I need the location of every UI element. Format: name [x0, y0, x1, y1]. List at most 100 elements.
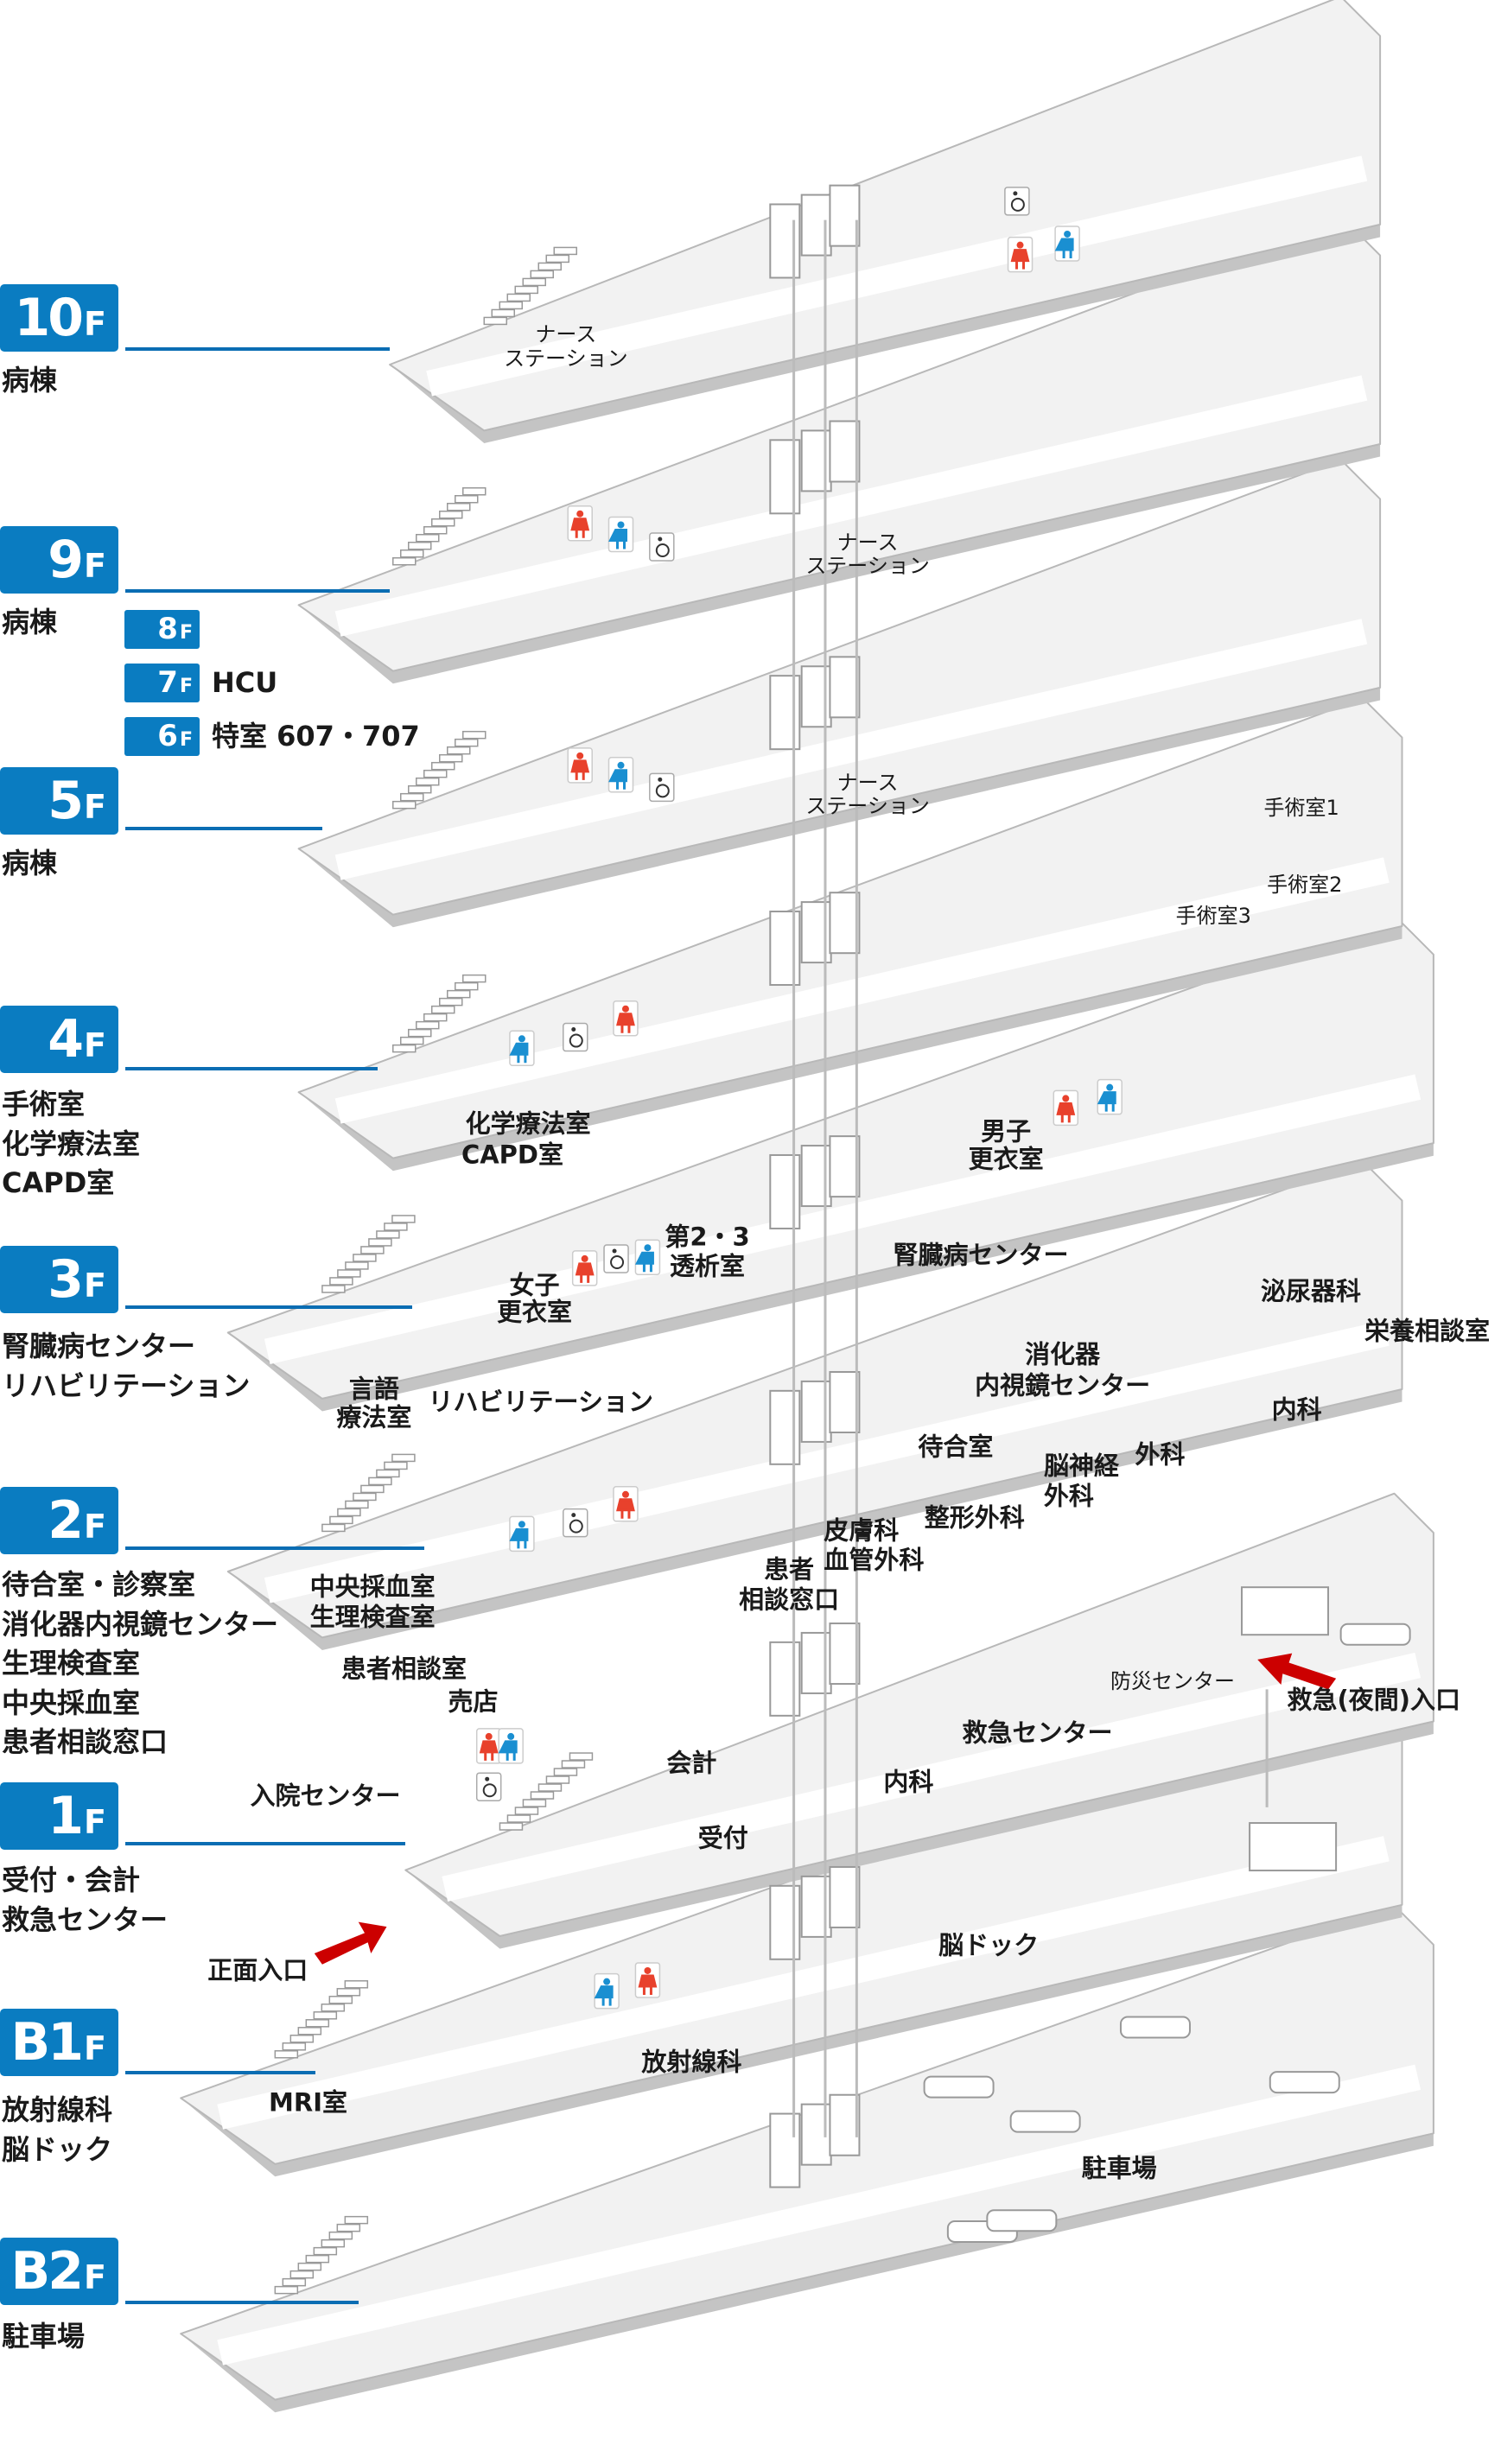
- map-label[interactable]: 消化器: [1025, 1339, 1101, 1369]
- map-label[interactable]: 更衣室: [496, 1297, 572, 1327]
- female-toilet-icon: [613, 1000, 639, 1037]
- floor-badge-5f[interactable]: 5F: [0, 767, 118, 835]
- map-label[interactable]: 手術室1: [1263, 795, 1339, 820]
- floor-badge-9f[interactable]: 9F: [0, 526, 118, 594]
- icon-body: [570, 759, 590, 780]
- car-body: [923, 2075, 995, 2099]
- car-body: [1119, 2016, 1191, 2039]
- male-toilet-icon: [1097, 1078, 1123, 1115]
- stair-step: [447, 746, 471, 755]
- floor-badge-1f[interactable]: 1F: [0, 1782, 118, 1850]
- map-label[interactable]: 中央採血室: [309, 1572, 436, 1602]
- map-label[interactable]: 生理検査室: [309, 1602, 436, 1632]
- map-label[interactable]: 内科: [1271, 1394, 1322, 1425]
- floor-desc-10f: 病棟: [2, 361, 57, 401]
- floor-badge-2f[interactable]: 2F: [0, 1487, 118, 1554]
- map-label[interactable]: ナース: [535, 322, 597, 347]
- map-label[interactable]: 内科: [883, 1767, 934, 1797]
- female-toilet-icon: [571, 1250, 598, 1286]
- map-label[interactable]: CAPD室: [461, 1140, 564, 1170]
- map-label[interactable]: 売店: [448, 1686, 499, 1717]
- elevator-shaft: [829, 892, 861, 955]
- stair-step: [423, 1013, 448, 1022]
- icon-head: [644, 1244, 652, 1252]
- map-label[interactable]: 泌尿器科: [1261, 1276, 1362, 1306]
- map-label[interactable]: ステーション: [805, 794, 930, 819]
- stair-step: [376, 1230, 400, 1239]
- map-label[interactable]: 手術室3: [1175, 904, 1251, 929]
- map-label[interactable]: 療法室: [336, 1402, 412, 1432]
- floor-badge-4f[interactable]: 4F: [0, 1006, 118, 1073]
- elevator-shaft: [800, 429, 832, 492]
- stair-step: [289, 2035, 315, 2043]
- stair-step: [537, 262, 563, 271]
- map-label[interactable]: 正面入口: [207, 1955, 308, 1985]
- ambulance-icon: [1249, 1822, 1338, 1872]
- map-label[interactable]: 整形外科: [924, 1502, 1025, 1533]
- floor-desc-3f: 腎臓病センターリハビリテーション: [2, 1327, 250, 1406]
- stair-step: [408, 784, 432, 794]
- map-label[interactable]: ナース: [836, 770, 899, 795]
- elevator-shaft: [769, 911, 801, 987]
- map-label[interactable]: 外科: [1043, 1481, 1094, 1511]
- stair-step: [416, 777, 440, 786]
- floor-badge-8f[interactable]: 8F: [124, 610, 200, 649]
- map-label[interactable]: ナース: [836, 530, 899, 555]
- map-label[interactable]: 女子: [509, 1270, 560, 1300]
- map-label[interactable]: 透析室: [670, 1251, 746, 1281]
- stair-step: [455, 738, 479, 747]
- wheelchair-icon: [649, 532, 675, 562]
- icon-body: [1097, 1091, 1116, 1112]
- icon-body: [1056, 1102, 1076, 1123]
- map-label[interactable]: MRI室: [269, 2087, 348, 2118]
- map-label[interactable]: 脳神経: [1043, 1451, 1119, 1481]
- map-label[interactable]: 放射線科: [641, 2047, 742, 2077]
- floor-number: 3: [48, 1249, 84, 1310]
- map-label[interactable]: 救急(夜間)入口: [1287, 1685, 1461, 1715]
- elevator-shaft: [769, 2112, 801, 2188]
- map-label[interactable]: 駐車場: [1081, 2153, 1157, 2183]
- map-label[interactable]: ステーション: [504, 346, 628, 371]
- map-label[interactable]: リハビリテーション: [428, 1387, 653, 1417]
- desc-line: 救急センター: [2, 1902, 169, 1936]
- map-label[interactable]: 腎臓病センター: [893, 1240, 1069, 1270]
- floor-number: 5: [48, 771, 84, 831]
- floor-badge-6f[interactable]: 6F: [124, 717, 200, 756]
- map-label[interactable]: 入院センター: [250, 1781, 401, 1811]
- floor-badge-b1f[interactable]: B1F: [0, 2009, 118, 2076]
- floor-desc-1f: 受付・会計救急センター: [2, 1861, 168, 1940]
- stairs-icon: [392, 974, 487, 1053]
- map-label[interactable]: 患者相談室: [340, 1654, 467, 1684]
- map-label[interactable]: 手術室2: [1267, 873, 1343, 898]
- icon-body: [509, 1042, 529, 1064]
- map-label[interactable]: 更衣室: [968, 1144, 1044, 1174]
- map-label[interactable]: 救急センター: [962, 1718, 1113, 1748]
- stair-step: [337, 1269, 361, 1278]
- map-label[interactable]: 第2・3: [665, 1222, 750, 1252]
- map-label[interactable]: 会計: [666, 1748, 717, 1778]
- wheelchair-icon: [649, 772, 675, 803]
- map-label[interactable]: 防災センター: [1110, 1669, 1235, 1694]
- floor-badge-3f[interactable]: 3F: [0, 1246, 118, 1313]
- map-label[interactable]: 外科: [1135, 1439, 1186, 1470]
- wheelchair-icon: [1004, 187, 1030, 216]
- floor-badge-10f[interactable]: 10F: [0, 284, 118, 352]
- map-label[interactable]: 脳ドック: [938, 1930, 1040, 1960]
- icon-head: [617, 761, 625, 769]
- map-label[interactable]: 内視鏡センター: [975, 1370, 1151, 1400]
- map-label[interactable]: 男子: [981, 1116, 1032, 1146]
- icon-head: [507, 1732, 515, 1740]
- map-label[interactable]: 皮膚科: [824, 1515, 900, 1546]
- map-label[interactable]: 栄養相談室: [1364, 1316, 1491, 1346]
- map-label[interactable]: ステーション: [805, 553, 930, 578]
- stair-step: [392, 1044, 417, 1053]
- map-label[interactable]: 言語: [348, 1374, 399, 1404]
- map-label[interactable]: 受付: [697, 1823, 748, 1853]
- map-label[interactable]: 患者: [764, 1554, 815, 1584]
- map-label[interactable]: 相談窓口: [739, 1584, 840, 1615]
- map-label[interactable]: 化学療法室: [465, 1108, 591, 1139]
- floor-badge-7f[interactable]: 7F: [124, 664, 200, 702]
- floor-badge-b2f[interactable]: B2F: [0, 2238, 118, 2305]
- map-label[interactable]: 待合室: [918, 1432, 994, 1462]
- map-label[interactable]: 血管外科: [824, 1545, 925, 1575]
